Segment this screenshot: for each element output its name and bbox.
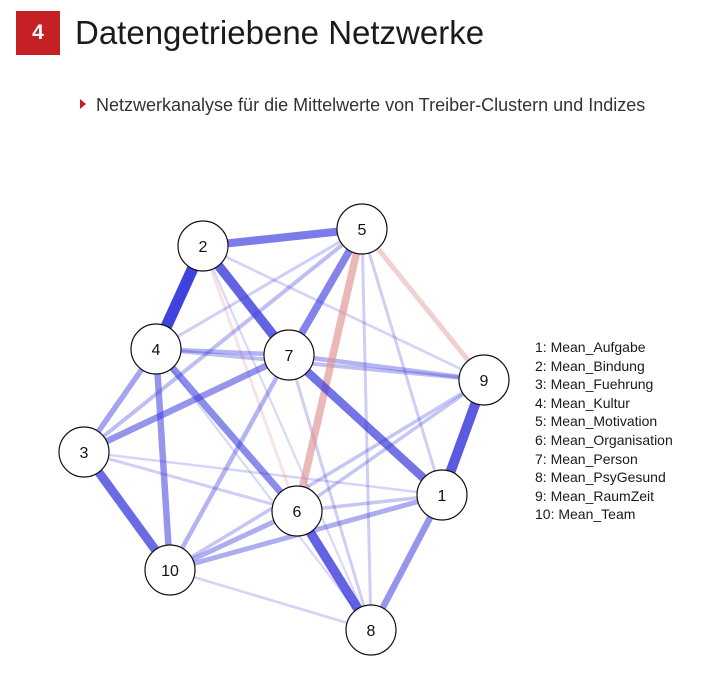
node-5 (336, 203, 388, 255)
legend-item: 2: Mean_Bindung (535, 357, 645, 374)
legend-item: 8: Mean_PsyGesund (535, 469, 666, 486)
legend-item: 7: Mean_Person (535, 450, 638, 467)
legend-item: 9: Mean_RaumZeit (535, 487, 655, 504)
legend-item: 3: Mean_Fuehrung (535, 376, 654, 393)
node-label-10: 10 (161, 563, 179, 580)
section-number-badge: 4 (16, 11, 60, 55)
node-7 (263, 329, 315, 381)
node-1 (416, 469, 468, 521)
edge-10-8 (169, 568, 372, 632)
page-title: Datengetriebene Netzwerke (75, 14, 485, 51)
legend-item: 5: Mean_Motivation (535, 413, 658, 430)
edge-10-9 (169, 378, 485, 572)
network-edges (80, 225, 489, 633)
node-2 (177, 220, 229, 272)
triangle-right-icon (80, 99, 86, 109)
node-label-4: 4 (152, 342, 161, 359)
node-label-6: 6 (293, 504, 302, 521)
edge-7-8 (287, 354, 373, 631)
edge-4-8 (155, 348, 372, 631)
edge-5-1 (360, 228, 444, 496)
edge-4-10 (152, 348, 174, 571)
legend-item: 1: Mean_Aufgabe (535, 339, 646, 355)
edge-4-6 (153, 346, 300, 514)
legend-item: 10: Mean_Team (535, 506, 636, 523)
node-8 (345, 604, 397, 656)
edge-2-8 (201, 245, 373, 631)
edge-7-10 (168, 353, 291, 572)
node-label-2: 2 (199, 239, 208, 256)
edge-5-9 (360, 227, 486, 382)
node-3 (58, 426, 110, 478)
node-9 (458, 354, 510, 406)
bullet-text: Netzwerkanalyse für die Mittelwerte von … (96, 95, 646, 115)
node-4 (130, 323, 182, 375)
node-label-9: 9 (480, 373, 489, 390)
edge-1-7 (286, 351, 445, 499)
node-6 (271, 485, 323, 537)
node-label-7: 7 (285, 348, 294, 365)
node-label-8: 8 (367, 623, 376, 640)
node-label-5: 5 (358, 222, 367, 239)
legend-item: 6: Mean_Organisation (535, 431, 673, 448)
edge-4-5 (155, 227, 363, 351)
edge-5-6 (293, 228, 366, 512)
network-nodes: 1 2 3 4 5 6 7 8 9 10 (58, 203, 510, 656)
node-label-3: 3 (80, 445, 89, 462)
edge-2-6 (201, 245, 299, 512)
edge-7-9 (288, 352, 485, 383)
edge-3-7 (82, 352, 291, 455)
edge-2-5 (202, 225, 363, 250)
edge-3-6 (83, 450, 298, 513)
legend-item: 4: Mean_Kultur (535, 394, 630, 411)
node-label-1: 1 (438, 488, 447, 505)
edge-3-5 (82, 227, 364, 454)
edge-4-9 (155, 347, 485, 382)
legend: 1: Mean_Aufgabe 2: Mean_Bindung 3: Mean_… (535, 338, 673, 524)
node-10 (144, 544, 196, 596)
